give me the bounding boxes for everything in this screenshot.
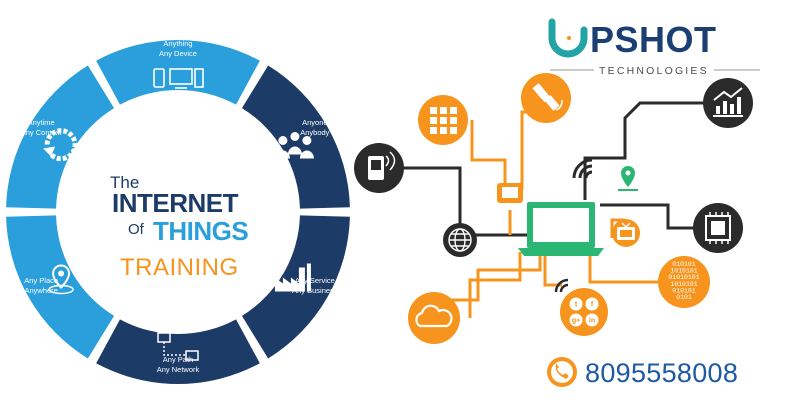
binary-line: 010101 <box>672 261 696 268</box>
segment-label-line2: Any Device <box>159 49 197 58</box>
phone-icon <box>547 357 577 387</box>
laptop-node <box>518 202 604 256</box>
segment-label-line2: Any Context <box>21 128 63 137</box>
chart-node <box>703 78 753 128</box>
laptop-icon <box>518 202 604 256</box>
contact-phone[interactable]: 8095558008 <box>547 357 738 388</box>
segment-label-line2: Anywhere <box>24 286 57 295</box>
factory-icon <box>274 263 311 292</box>
title-things: THINGS <box>153 216 248 246</box>
tv-icon <box>617 222 635 240</box>
segment-label-line1: Any Service <box>295 276 335 285</box>
segment-label-line1: Any Path <box>163 355 193 364</box>
grid-icon <box>430 107 457 134</box>
segment-label-line2: Anybody <box>300 128 329 137</box>
brand-name: PSHOT <box>590 19 717 60</box>
location-pin-icon <box>48 264 74 295</box>
tablet-node <box>497 183 523 203</box>
wheel-segment <box>96 39 260 105</box>
mobile-node <box>354 143 404 193</box>
title-the: The <box>110 173 139 192</box>
segment-label-line1: Anything <box>163 39 192 48</box>
social-glyph: in <box>589 318 595 325</box>
wifi-icon <box>572 158 593 179</box>
location-icon <box>618 166 638 191</box>
tv-node <box>612 219 640 247</box>
brand-logo: PSHOT TECHNOLOGIES <box>548 18 760 77</box>
binary-line: 1010101 <box>670 281 697 288</box>
title-training: TRAINING <box>120 254 239 281</box>
social-glyph: g+ <box>572 318 580 325</box>
wheel-center <box>58 92 298 332</box>
social-badge <box>585 313 599 327</box>
binary-line: 0101 <box>676 294 692 301</box>
chip-icon <box>705 212 731 244</box>
mobile-signal-icon <box>368 151 396 180</box>
signal-icon <box>554 278 569 293</box>
wheel-segment <box>6 65 115 209</box>
segment-label-line1: Any Place <box>24 276 58 285</box>
devices-icon <box>153 68 204 89</box>
people-icon <box>275 132 314 159</box>
center-title: The INTERNET Of THINGS TRAINING <box>110 173 249 281</box>
chart-icon <box>713 87 743 117</box>
social-glyph: t <box>575 302 578 309</box>
brand-u-mark <box>548 18 588 58</box>
cloud-node <box>408 292 460 344</box>
globe-node <box>443 223 477 257</box>
satellite-node <box>521 73 571 123</box>
social-glyph: f <box>591 302 594 309</box>
social-node: t f g+ in <box>560 288 608 336</box>
grid-node <box>418 95 468 145</box>
chip-node <box>693 203 743 253</box>
social-badge <box>569 297 583 311</box>
cloud-icon <box>415 304 453 328</box>
refresh-icon <box>43 128 78 162</box>
satellite-icon <box>532 83 563 111</box>
social-icon: t f g+ in <box>569 297 599 327</box>
binary-line: 010101 <box>672 287 696 294</box>
brand-subtitle: TECHNOLOGIES <box>599 65 709 77</box>
binary-line: 1010101 <box>670 268 697 275</box>
phone-number: 8095558008 <box>585 358 738 388</box>
segment-label-line1: Anytime <box>28 118 55 127</box>
globe-icon <box>448 228 472 252</box>
segment-label-line2: Any Business <box>292 286 338 295</box>
title-internet: INTERNET <box>112 188 239 218</box>
network-icon <box>157 332 199 361</box>
segment-label-line1: Anyone <box>302 118 327 127</box>
title-of: Of <box>128 221 145 238</box>
social-badge <box>569 313 583 327</box>
binary-line: 01010101 <box>668 274 699 281</box>
segment-label-line2: Any Network <box>157 365 200 374</box>
wheel-segment <box>96 319 260 385</box>
social-badge <box>585 297 599 311</box>
